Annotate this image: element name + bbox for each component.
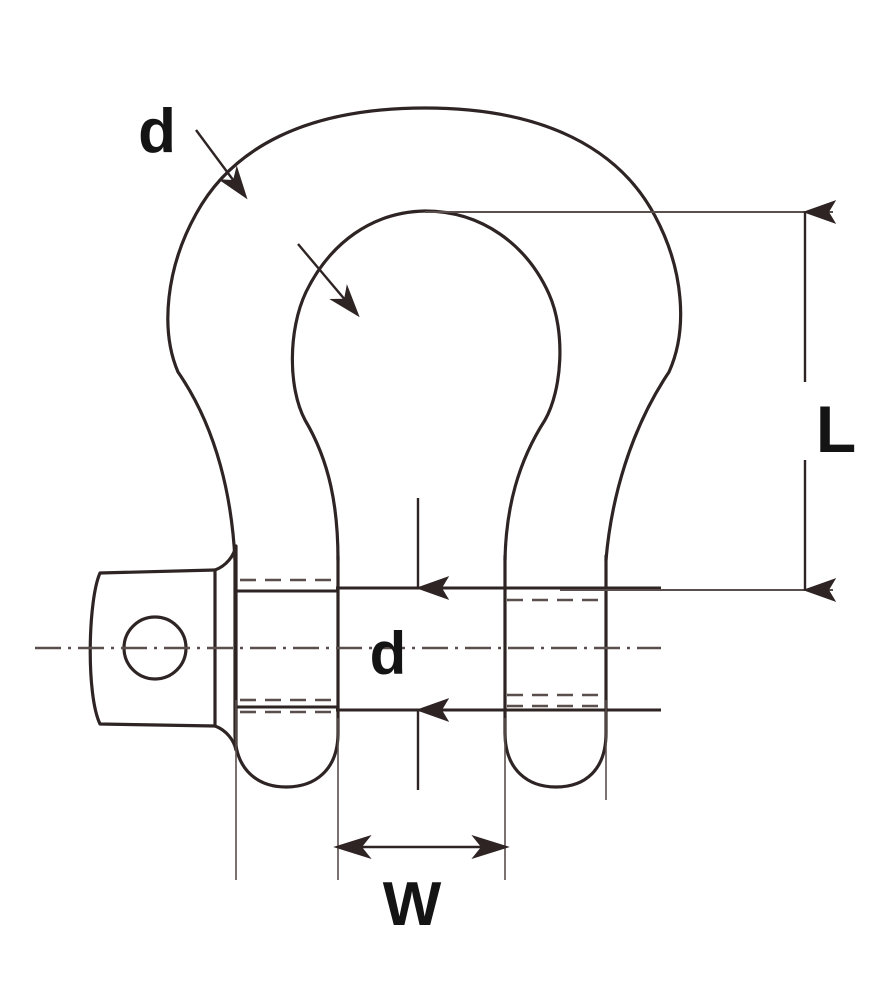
dimension-inside-length: L: [425, 200, 856, 602]
dimension-inner-bow-leader: [297, 243, 360, 318]
pin-collar: [214, 544, 238, 752]
label-bow-diameter: d: [138, 97, 176, 166]
label-pin-diameter: d: [370, 620, 407, 687]
bow-outer-profile: [166, 106, 683, 562]
dimension-inside-width: W: [333, 835, 510, 939]
bow-inner-profile: [290, 209, 562, 562]
extension-lines: [235, 700, 607, 880]
leader-line-inner-bow: [297, 243, 360, 318]
leader-line-bow-d: [195, 129, 248, 200]
dimension-pin-diameter: d: [370, 498, 450, 790]
pin-head-outline: [88, 568, 216, 728]
shackle-body: [166, 106, 683, 789]
label-inside-width: W: [383, 870, 442, 939]
right-leg: [503, 554, 608, 789]
dimension-bow-diameter: d: [138, 97, 248, 200]
pin-hidden-edges: [240, 578, 606, 714]
label-inside-length: L: [816, 392, 856, 466]
left-leg: [233, 554, 340, 789]
